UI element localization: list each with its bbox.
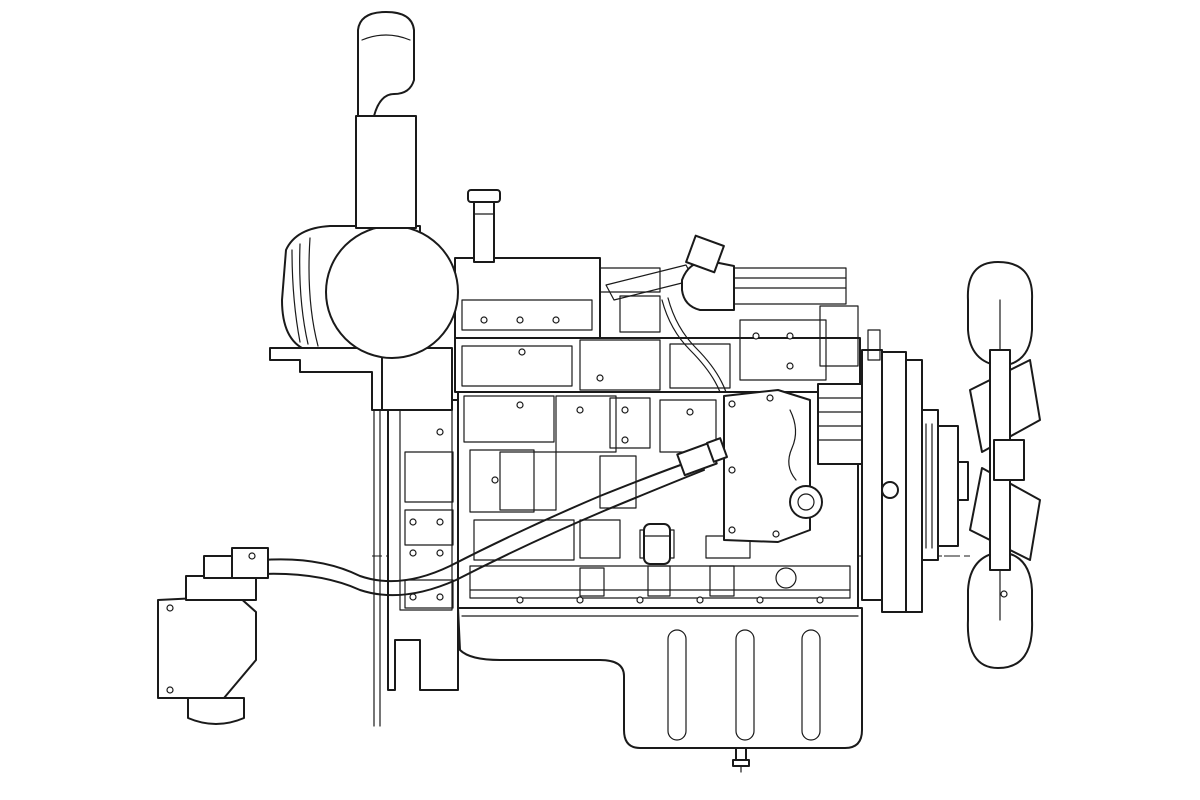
fan-icon (966, 261, 1041, 669)
front-cover-icon (723, 389, 823, 543)
exhaust-stack-icon (355, 11, 417, 229)
oil-pan-icon (457, 607, 863, 773)
pulley-icon (881, 351, 970, 613)
oil-filler-icon (467, 189, 501, 263)
fuel-hose-icon (261, 437, 728, 597)
turbo-elbow-icon (681, 234, 735, 311)
alternator-icon (817, 329, 883, 601)
muffler-icon (269, 225, 459, 411)
fuel-filter-icon (157, 547, 269, 725)
cylinder-head-icon (454, 257, 861, 393)
